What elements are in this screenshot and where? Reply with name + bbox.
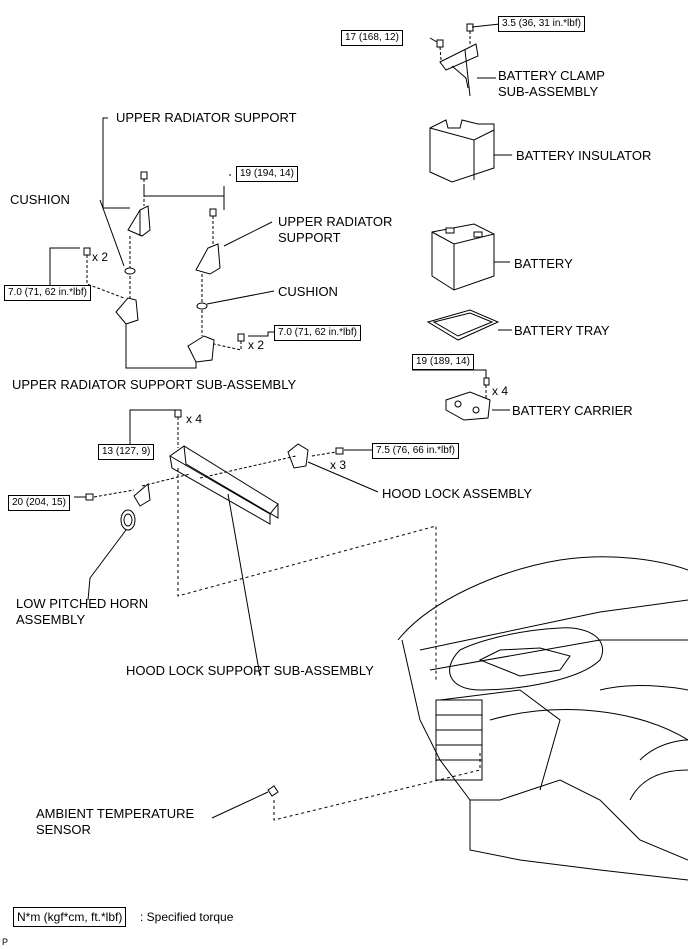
label-hood-lock-support: HOOD LOCK SUPPORT SUB-ASSEMBLY — [126, 663, 374, 678]
label-upper-radiator-support-left: UPPER RADIATOR SUPPORT — [116, 110, 297, 125]
label-low-pitched-horn: LOW PITCHED HORN ASSEMBLY — [16, 596, 149, 627]
label-battery-clamp: BATTERY CLAMP SUB-ASSEMBLY — [498, 68, 605, 99]
label-cushion-left: CUSHION — [10, 192, 70, 207]
torque-horn: 20 (204, 15) — [8, 495, 70, 511]
battery-clamp-drawing — [429, 23, 501, 97]
qty-hood-lock: x 3 — [330, 458, 347, 472]
legend-unit-box: N*m (kgf*cm, ft.*lbf) — [13, 907, 127, 927]
torque-hood-lock-support: 13 (127, 9) — [98, 444, 155, 460]
upper-radiator-support-left-drawing — [102, 117, 151, 275]
qty-sub-right: x 2 — [248, 338, 265, 352]
vehicle-front-drawing — [397, 556, 688, 881]
label-upper-radiator-support-sub-assembly: UPPER RADIATOR SUPPORT SUB-ASSEMBLY — [12, 377, 297, 392]
label-battery: BATTERY — [514, 256, 573, 271]
label-cushion-right: CUSHION — [278, 284, 338, 299]
upper-radiator-support-sub-assembly-drawing — [49, 247, 274, 369]
qty-sub-left: x 2 — [92, 250, 109, 264]
ambient-temperature-sensor-drawing — [211, 785, 279, 819]
label-ambient-temperature-sensor: AMBIENT TEMPERATURE SENSOR — [36, 806, 195, 837]
low-pitched-horn-drawing — [74, 473, 191, 601]
torque-sub-assembly-left: 7.0 (71, 62 in.*lbf) — [4, 285, 91, 301]
torque-sub-assembly-right: 7.0 (71, 62 in.*lbf) — [274, 325, 361, 341]
torque-battery-carrier: 19 (189, 14) — [412, 354, 474, 370]
label-battery-tray: BATTERY TRAY — [514, 323, 610, 338]
hood-lock-support-drawing — [129, 409, 279, 677]
torque-radiator-support: 19 (194, 14) — [236, 166, 298, 182]
battery-tray-drawing — [426, 309, 512, 341]
installation-guide-lines — [177, 468, 481, 821]
figure-code: P — [2, 937, 9, 947]
battery-insulator-drawing — [429, 119, 512, 183]
legend-unit-description: : Specified torque — [140, 910, 234, 924]
qty-carrier: x 4 — [492, 384, 509, 398]
upper-radiator-support-right-drawing — [99, 174, 275, 310]
torque-clamp-nut: 3.5 (36, 31 in.*lbf) — [498, 16, 585, 32]
label-upper-radiator-support-right: UPPER RADIATOR SUPPORT — [278, 214, 393, 245]
battery-carrier-drawing — [412, 369, 510, 421]
qty-hood-support: x 4 — [186, 412, 203, 426]
torque-clamp-bolt: 17 (168, 12) — [341, 30, 403, 46]
label-battery-insulator: BATTERY INSULATOR — [516, 148, 652, 163]
label-hood-lock-assembly: HOOD LOCK ASSEMBLY — [382, 486, 533, 501]
label-battery-carrier: BATTERY CARRIER — [512, 403, 633, 418]
battery-drawing — [431, 223, 510, 291]
torque-hood-lock: 7.5 (76, 66 in.*lbf) — [372, 443, 459, 459]
hood-lock-drawing — [199, 443, 379, 493]
